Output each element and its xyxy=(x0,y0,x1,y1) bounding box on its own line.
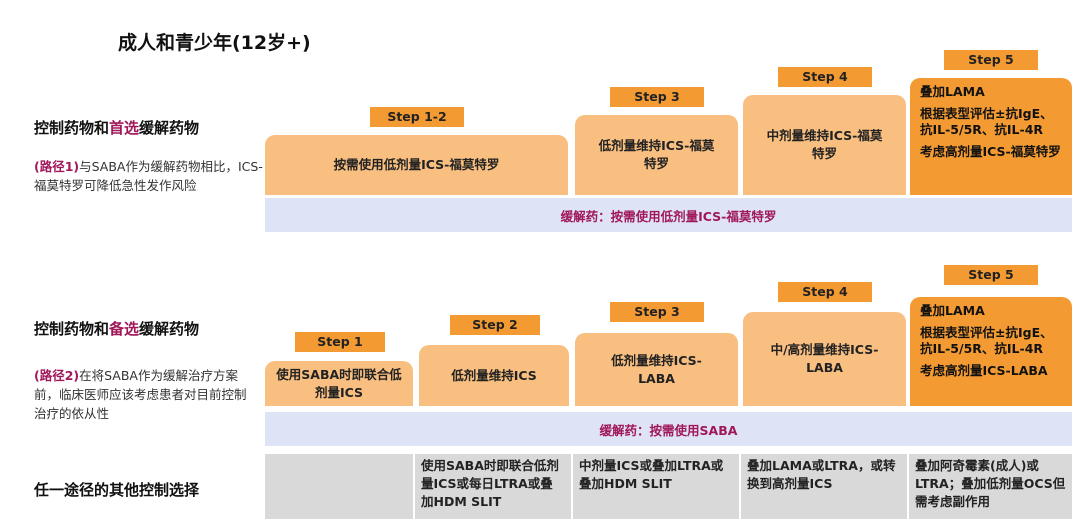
track2-heading-pre: 控制药物和 xyxy=(34,320,110,338)
other-cell-step1 xyxy=(265,454,413,519)
track1-note: (路径1)与SABA作为缓解药物相比，ICS-福莫特罗可降低急性发作风险 xyxy=(34,157,264,195)
track1-step5-line3: 考虑高剂量ICS-福莫特罗 xyxy=(920,144,1061,159)
track2-step2-label: Step 2 xyxy=(450,315,540,335)
track2-step5-box: 叠加LAMA 根据表型评估±抗IgE、抗IL-5/5R、抗IL-4R 考虑高剂量… xyxy=(910,297,1072,406)
track2-note-highlight: (路径2) xyxy=(34,368,80,383)
track1-step3-label: Step 3 xyxy=(610,87,704,107)
track2-step5-label: Step 5 xyxy=(944,265,1038,285)
track1-note-highlight: (路径1) xyxy=(34,159,80,174)
track2-heading-highlight: 备选 xyxy=(109,320,140,338)
track2-note-text: 在将SABA作为缓解治疗方案前，临床医师应该考虑患者对目前控制治疗的依从性 xyxy=(34,368,247,421)
track1-step1-label: Step 1-2 xyxy=(370,107,464,127)
track1-step1-box: 按需使用低剂量ICS-福莫特罗 xyxy=(265,135,568,195)
track2-heading: 控制药物和备选缓解药物 xyxy=(34,318,199,339)
track2-step4-label: Step 4 xyxy=(778,282,872,302)
track2-step3-box: 低剂量维持ICS-LABA xyxy=(575,333,738,406)
track1-step3-box: 低剂量维持ICS-福莫特罗 xyxy=(575,115,738,195)
track2-step2-box: 低剂量维持ICS xyxy=(419,345,569,406)
track1-step5-label: Step 5 xyxy=(944,50,1038,70)
track1-step4-label: Step 4 xyxy=(778,67,872,87)
other-cell-step3: 中剂量ICS或叠加LTRA或叠加HDM SLIT xyxy=(573,454,739,519)
other-cell-step5: 叠加阿奇霉素(成人)或LTRA；叠加低剂量OCS但需考虑副作用 xyxy=(909,454,1072,519)
track2-note: (路径2)在将SABA作为缓解治疗方案前，临床医师应该考虑患者对目前控制治疗的依… xyxy=(34,366,249,423)
track1-heading-pre: 控制药物和 xyxy=(34,119,110,137)
other-cell-step2: 使用SABA时即联合低剂量ICS或每日LTRA或叠加HDM SLIT xyxy=(415,454,571,519)
other-heading: 任一途径的其他控制选择 xyxy=(34,481,200,499)
track2-reliever: 缓解药：按需使用SABA xyxy=(265,412,1072,446)
other-cell-step4: 叠加LAMA或LTRA，或转换到高剂量ICS xyxy=(741,454,907,519)
track1-step5-line1: 叠加LAMA xyxy=(920,84,985,99)
track2-step1-box: 使用SABA时即联合低剂量ICS xyxy=(265,361,413,406)
track1-heading-post: 缓解药物 xyxy=(139,119,200,137)
track1-step5-box: 叠加LAMA 根据表型评估±抗IgE、抗IL-5/5R、抗IL-4R 考虑高剂量… xyxy=(910,78,1072,195)
track2-heading-post: 缓解药物 xyxy=(139,320,200,338)
track1-step5-line2: 根据表型评估±抗IgE、抗IL-5/5R、抗IL-4R xyxy=(920,106,1053,137)
track2-step3-label: Step 3 xyxy=(610,302,704,322)
track1-reliever: 缓解药：按需使用低剂量ICS-福莫特罗 xyxy=(265,198,1072,232)
track2-step5-line3: 考虑高剂量ICS-LABA xyxy=(920,363,1048,378)
track1-heading: 控制药物和首选缓解药物 xyxy=(34,117,199,138)
track2-step5-line1: 叠加LAMA xyxy=(920,303,985,318)
track1-note-text: 与SABA作为缓解药物相比，ICS-福莫特罗可降低急性发作风险 xyxy=(34,159,263,193)
track2-step4-box: 中/高剂量维持ICS-LABA xyxy=(743,312,906,406)
track1-heading-highlight: 首选 xyxy=(109,119,140,137)
page-title: 成人和青少年(12岁+) xyxy=(118,32,311,54)
track1-step4-box: 中剂量维持ICS-福莫特罗 xyxy=(743,95,906,195)
track2-step5-line2: 根据表型评估±抗IgE、抗IL-5/5R、抗IL-4R xyxy=(920,325,1053,356)
track2-step1-label: Step 1 xyxy=(295,332,385,352)
